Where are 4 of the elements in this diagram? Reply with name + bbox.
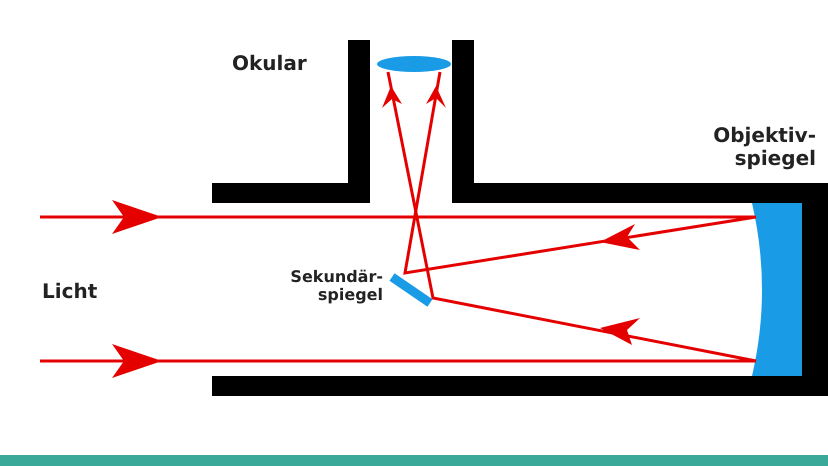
part-label: Okular bbox=[232, 52, 308, 75]
part-label: Objektiv- spiegel bbox=[712, 124, 816, 170]
part-label: Sekundär- spiegel bbox=[289, 268, 383, 305]
part-label: Licht bbox=[42, 280, 98, 303]
